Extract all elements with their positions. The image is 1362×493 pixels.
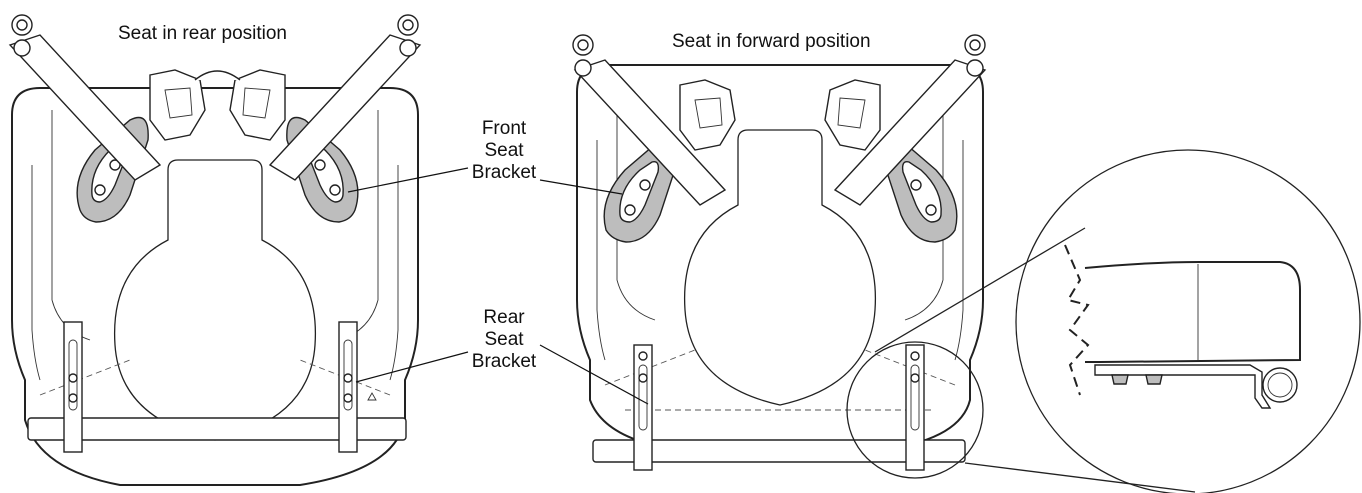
leader-rear-bracket-right — [539, 344, 649, 405]
seat-cushion-line — [31, 165, 399, 381]
callout-front-line-1: Front — [481, 118, 527, 139]
detail-screw-2 — [1145, 374, 1163, 385]
seat-latch-hardware — [149, 69, 286, 141]
leader-rear-bracket-left — [355, 351, 469, 383]
detail-seat-cushion — [1084, 261, 1301, 363]
rear-rail — [27, 417, 407, 441]
callout-rear-line-1: Rear — [483, 307, 525, 328]
caption-forward-position: Seat in forward position — [672, 31, 871, 52]
seat-forward-position-drawing — [572, 34, 987, 471]
detail-rail-tube-inner — [1267, 372, 1293, 398]
bracket-detail-magnified — [1015, 149, 1361, 493]
detail-screw-1 — [1111, 374, 1129, 385]
leader-front-bracket-right — [539, 179, 623, 195]
seat-cutout — [683, 129, 877, 406]
magnify-connector-top — [874, 227, 1086, 353]
seat-mounting-straps — [8, 14, 422, 181]
seat-shell-outline — [11, 87, 419, 486]
seat-rear-dashed-lines — [39, 359, 391, 421]
callout-rear-line-2: Seat — [484, 329, 524, 350]
seat-cutout — [113, 159, 317, 441]
magnify-connector-bottom — [964, 462, 1196, 493]
detail-bracket-plate — [1094, 364, 1272, 409]
rear-seat-bracket-left — [633, 344, 653, 471]
rear-seat-bracket-right — [338, 321, 377, 453]
seat-latch-hardware — [679, 79, 881, 151]
callout-leaders — [347, 167, 649, 405]
front-seat-bracket-left — [603, 136, 679, 243]
seat-rear-dashed-lines — [604, 349, 956, 411]
seat-rear-position-drawing — [8, 14, 422, 486]
caption-rear-position: Seat in rear position — [118, 23, 287, 44]
callout-front-seat-bracket: Front Seat Bracket — [470, 118, 538, 184]
rear-rail — [592, 439, 966, 463]
callout-front-line-2: Seat — [484, 140, 524, 161]
callout-front-line-3: Bracket — [471, 162, 537, 183]
detail-circle — [1015, 149, 1361, 493]
magnify-source-circle — [846, 341, 984, 479]
seat-inner-contour — [616, 95, 944, 321]
rear-seat-bracket-right — [905, 344, 925, 471]
leader-front-bracket-left — [347, 167, 469, 193]
callout-rear-line-3: Bracket — [471, 351, 537, 372]
rear-seat-bracket-left — [63, 321, 83, 453]
callout-rear-seat-bracket: Rear Seat Bracket — [470, 307, 538, 373]
detail-break-marks — [1064, 244, 1090, 396]
seat-mounting-straps — [572, 34, 987, 206]
